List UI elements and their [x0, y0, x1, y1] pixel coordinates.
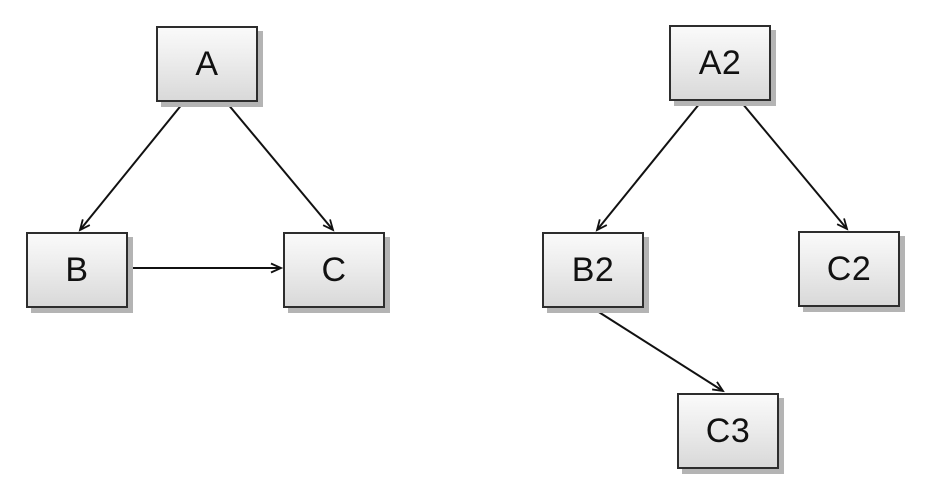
node-C2: C2	[798, 231, 900, 307]
edge-A2-to-B2	[595, 102, 701, 232]
node-A: A	[156, 26, 258, 102]
node-A-label: A	[195, 44, 219, 83]
node-A2-label: A2	[698, 43, 742, 82]
node-B-label: B	[65, 250, 89, 289]
node-B2-label: B2	[571, 250, 615, 289]
node-C2-label: C2	[826, 249, 872, 288]
node-C-label: C	[321, 250, 347, 289]
edge-A-to-C	[226, 102, 335, 232]
edge-A2-to-C2	[741, 102, 849, 231]
node-C3: C3	[677, 393, 779, 469]
node-A2: A2	[669, 25, 771, 101]
node-B2: B2	[542, 232, 644, 308]
node-C: C	[283, 232, 385, 308]
edge-A-to-B	[78, 102, 184, 232]
edge-B2-to-C3	[593, 308, 725, 393]
node-B: B	[26, 232, 128, 308]
node-C3-label: C3	[705, 411, 751, 450]
